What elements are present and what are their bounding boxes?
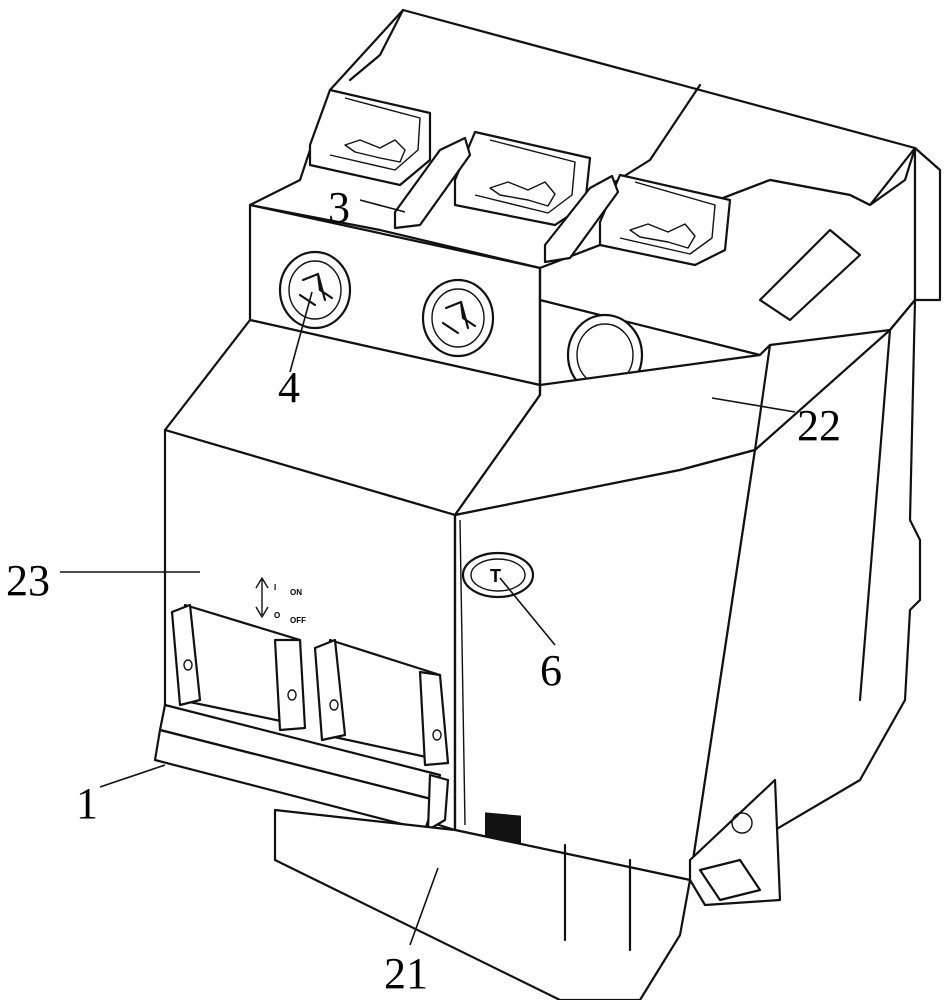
- on-symbol: I: [274, 583, 276, 592]
- off-text: OFF: [290, 616, 306, 625]
- leader-lines: [60, 199, 796, 946]
- label-1: 1: [76, 779, 98, 828]
- leader-6: [499, 577, 556, 646]
- label-6: 6: [540, 646, 562, 695]
- screw-middle: [421, 278, 495, 358]
- screw-left: [278, 250, 352, 330]
- leader-22: [711, 397, 796, 413]
- label-4: 4: [278, 363, 300, 412]
- label-21: 21: [384, 949, 428, 998]
- terminal-slot-right: [598, 173, 732, 267]
- label-22: 22: [797, 401, 841, 450]
- label-23: 23: [6, 556, 50, 605]
- leader-1: [99, 764, 166, 788]
- leader-3: [359, 199, 406, 213]
- base-mount: [273, 778, 782, 1000]
- operating-handle: [153, 603, 450, 832]
- terminal-slot-left: [308, 88, 432, 187]
- leader-4: [289, 291, 313, 373]
- on-off-marking: I ON O OFF: [255, 577, 306, 625]
- label-3: 3: [328, 183, 350, 232]
- terminal-slot-middle: [453, 130, 592, 227]
- leader-21: [409, 867, 439, 946]
- test-button: T: [461, 551, 535, 599]
- partition-fins: [393, 136, 620, 264]
- test-button-letter: T: [490, 566, 501, 586]
- on-text: ON: [290, 588, 302, 597]
- off-symbol: O: [274, 611, 280, 620]
